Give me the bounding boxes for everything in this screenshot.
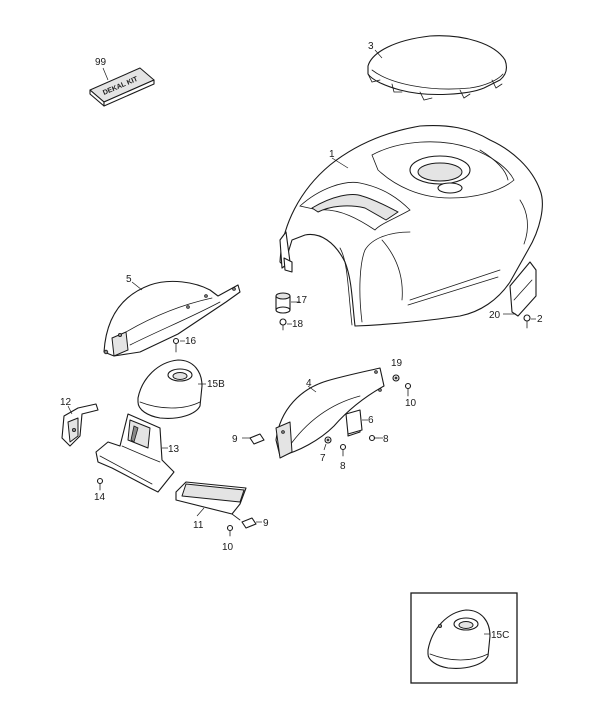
- callout-18: 18: [292, 319, 304, 330]
- left-fender-part: [103, 280, 241, 357]
- grommet-17: [275, 292, 300, 314]
- callout-15b: 15B: [207, 379, 225, 390]
- clip-9a: [242, 433, 265, 445]
- callout-5: 5: [126, 274, 132, 285]
- screw-14: [96, 477, 104, 491]
- decal-kit-box: DEKAL KIT: [89, 67, 155, 107]
- callout-20: 20: [489, 310, 501, 321]
- callout-7: 7: [320, 453, 326, 464]
- callout-12: 12: [60, 397, 72, 408]
- screw-10a: [404, 382, 412, 397]
- callout-99: 99: [95, 57, 107, 68]
- callout-9a: 9: [232, 434, 238, 445]
- callout-labels: 99 3 1 5 17 18 20 2 16 15B 12 13 14 11 9…: [60, 41, 543, 641]
- callout-17: 17: [296, 295, 308, 306]
- callout-10b: 10: [222, 542, 234, 553]
- callout-10a: 10: [405, 398, 417, 409]
- clip-9b: [241, 517, 262, 529]
- small-cover-15b-part: [137, 359, 206, 419]
- washer-19: [392, 374, 400, 382]
- plate-6: [345, 409, 368, 435]
- callout-19: 19: [391, 358, 403, 369]
- callout-9b: 9: [263, 518, 269, 529]
- screw-8b: [339, 443, 347, 457]
- main-hood-part: [279, 125, 543, 327]
- callout-8a: 8: [383, 434, 389, 445]
- screw-2: [523, 314, 536, 329]
- callout-1: 1: [329, 149, 335, 160]
- bracket-12-part: [61, 403, 99, 447]
- callout-15c: 15C: [491, 630, 509, 641]
- callout-2: 2: [537, 314, 543, 325]
- top-cover-part: [367, 35, 507, 101]
- lower-panel-11-part: [175, 481, 247, 521]
- rear-plate-part: [503, 261, 537, 317]
- callout-11: 11: [193, 520, 204, 531]
- callout-14: 14: [94, 492, 106, 503]
- screw-10b: [226, 524, 234, 537]
- callout-16: 16: [185, 336, 197, 347]
- callout-6: 6: [368, 415, 374, 426]
- nut-7: [323, 436, 332, 451]
- screw-18: [279, 318, 292, 331]
- screw-8a: [368, 434, 383, 442]
- screw-16: [172, 337, 185, 353]
- callout-4: 4: [306, 378, 312, 389]
- callout-8b: 8: [340, 461, 346, 472]
- right-fender-part: [275, 367, 385, 459]
- callout-3: 3: [368, 41, 374, 52]
- center-panel-13-part: [95, 413, 175, 493]
- callout-13: 13: [168, 444, 180, 455]
- inset-frame: [410, 592, 518, 684]
